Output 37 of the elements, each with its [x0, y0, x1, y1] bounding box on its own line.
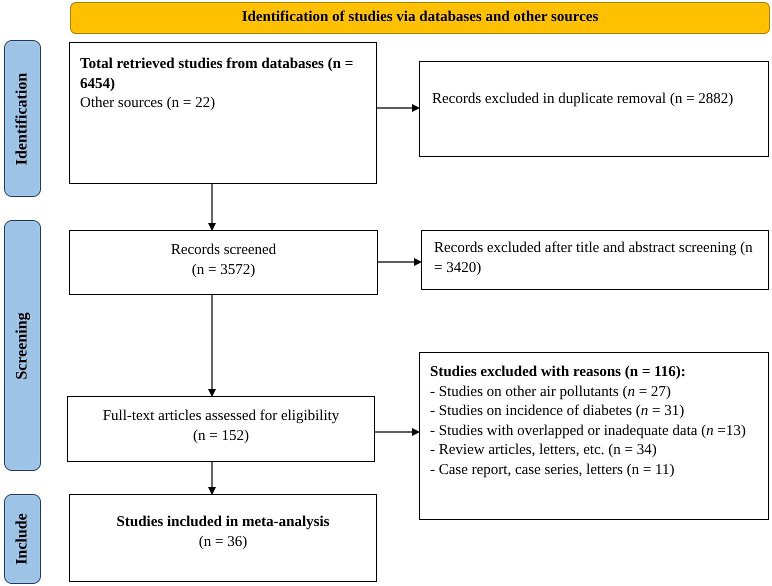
arrow — [208, 462, 216, 495]
box-text: - Studies on incidence of diabetes (n = 31) — [430, 402, 686, 421]
box-text: - Review articles, letters, etc. (n = 34) — [430, 441, 658, 460]
box-text: (n = 36) — [198, 532, 248, 552]
box-text: Other sources (n = 22) — [80, 94, 216, 113]
section-header-band — [70, 2, 770, 34]
exclusion-box — [419, 352, 769, 520]
arrow — [375, 428, 420, 436]
phase-band — [4, 494, 41, 584]
process-box — [69, 42, 377, 184]
box-text: (n = 152) — [192, 426, 250, 446]
arrow — [377, 104, 420, 112]
box-text: Full-text articles assessed for eligibility — [102, 407, 340, 426]
box-text: Records excluded after title and abstract screening (n = 3420) — [434, 239, 754, 278]
exclusion-box — [421, 230, 769, 290]
phase-label: Identification — [12, 72, 32, 165]
phase-band — [4, 40, 41, 197]
box-text: (n = 3572) — [190, 260, 256, 280]
process-box — [69, 230, 378, 295]
box-text: - Studies with overlapped or inadequate data (n =13) — [430, 422, 747, 440]
box-text: Records excluded in duplicate removal (n = 2882) — [432, 90, 734, 109]
box-text: Studies excluded with reasons (n = 116): — [430, 363, 687, 382]
exclusion-box — [419, 61, 769, 157]
phase-label: Include — [12, 513, 32, 565]
arrow — [378, 258, 422, 266]
box-text: - Case report, case series, letters (n = 11) — [430, 460, 676, 480]
box-text: Records screened — [170, 241, 278, 260]
arrow — [208, 184, 216, 231]
phase-band — [4, 220, 41, 471]
box-text: Total retrieved studies from databases (n = 6454) — [80, 55, 354, 94]
phase-label: Screening — [12, 312, 32, 380]
header-title: Identification of studies via databases and other sources — [242, 8, 598, 28]
box-text: Studies included in meta-analysis — [116, 513, 330, 532]
result-box — [69, 494, 377, 582]
box-text: - Studies on other air pollutants (n = 27) — [430, 382, 672, 402]
arrow — [208, 295, 216, 397]
process-box — [67, 396, 375, 462]
